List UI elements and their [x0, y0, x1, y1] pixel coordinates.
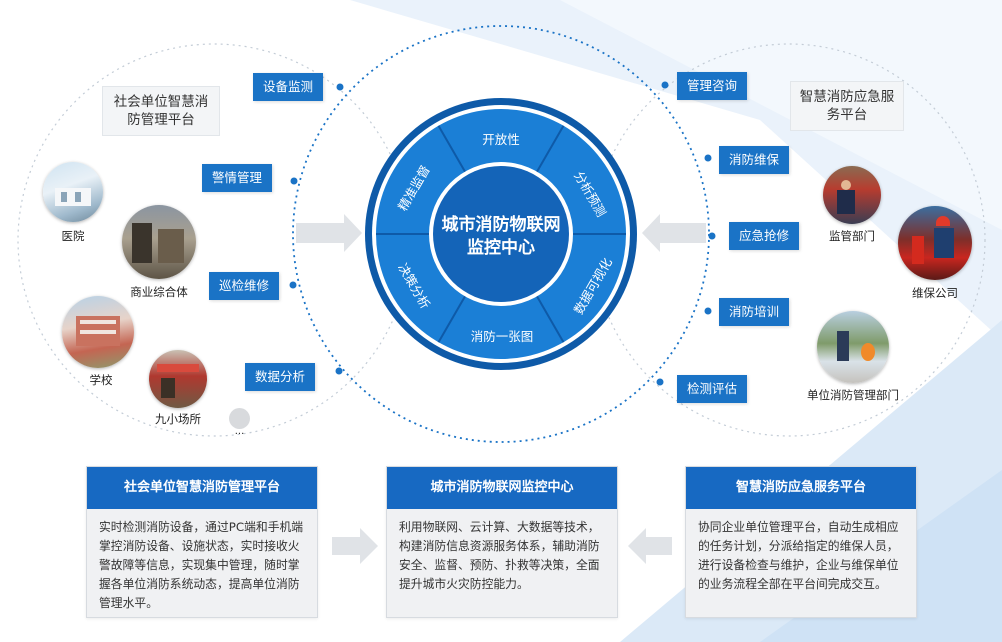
hospital-photo [43, 162, 103, 222]
card-social-unit-platform: 社会单位智慧消防管理平台 实时检测消防设备，通过PC端和手机端掌控消防设备、设施… [86, 466, 318, 618]
card-text: 实时检测消防设备，通过PC端和手机端掌控消防设备、设施状态，实时接收火警故障等信… [99, 520, 304, 610]
card-title: 社会单位智慧消防管理平台 [87, 467, 317, 509]
tag-fire-training[interactable]: 消防培训 [719, 298, 790, 326]
right-arrow [642, 214, 706, 252]
more-placeholder-circle [229, 408, 250, 429]
hospital-label: 医院 [61, 229, 85, 243]
tag-device-monitoring[interactable]: 设备监测 [253, 73, 324, 101]
card-title: 城市消防物联网监控中心 [387, 467, 617, 509]
hub [433, 166, 569, 302]
tag-data-analysis[interactable]: 数据分析 [245, 363, 316, 391]
center-title-line2: 监控中心 [467, 238, 535, 258]
small-venue-label: 九小场所 [155, 412, 201, 426]
maintenance-company-label: 维保公司 [912, 286, 958, 300]
middle-dotted-circle [292, 25, 710, 443]
mall-photo [122, 205, 196, 279]
card-text: 利用物联网、云计算、大数据等技术，构建消防信息资源服务体系，辅助消防安全、监督、… [399, 520, 600, 591]
regulator-photo [823, 166, 881, 224]
card-arrow-left [332, 528, 378, 564]
card-arrow-right [628, 528, 672, 564]
center-title: 城市消防物联网 监控中心 [431, 214, 571, 260]
school-photo [62, 296, 134, 368]
unit-fire-dept-label: 单位消防管理部门 [807, 388, 899, 402]
segment-open[interactable]: 开放性 [482, 132, 520, 147]
maintenance-company-photo [898, 206, 972, 280]
tag-fire-maintenance[interactable]: 消防维保 [719, 146, 790, 174]
tag-inspection-repair[interactable]: 巡检维修 [209, 272, 280, 300]
connector-dots [289, 81, 716, 386]
center-title-line1: 城市消防物联网 [441, 215, 561, 235]
regulator-label: 监管部门 [829, 229, 875, 243]
tag-testing-evaluation[interactable]: 检测评估 [677, 375, 748, 403]
tag-management-consulting[interactable]: 管理咨询 [677, 72, 748, 100]
unit-fire-dept-photo [817, 311, 889, 383]
right-platform-title: 智慧消防应急服务平台 [790, 81, 904, 131]
tag-alarm-management[interactable]: 警情管理 [202, 164, 273, 192]
mall-label: 商业综合体 [130, 285, 188, 299]
card-emergency-service-platform: 智慧消防应急服务平台 协同企业单位管理平台，自动生成相应的任务计划，分派给指定的… [685, 466, 917, 618]
school-label: 学校 [89, 373, 113, 387]
right-dashed-circle [592, 43, 986, 437]
small-venue-photo [149, 350, 207, 408]
card-text: 协同企业单位管理平台，自动生成相应的任务计划，分派给指定的维保人员，进行设备检查… [698, 520, 899, 591]
tag-emergency-repair[interactable]: 应急抢修 [729, 222, 800, 250]
left-platform-title: 社会单位智慧消防管理平台 [102, 86, 220, 136]
left-arrow [296, 214, 362, 252]
card-iot-monitoring-center: 城市消防物联网监控中心 利用物联网、云计算、大数据等技术，构建消防信息资源服务体… [386, 466, 618, 618]
more-label: ... [234, 426, 245, 437]
card-title: 智慧消防应急服务平台 [686, 467, 916, 509]
segment-map[interactable]: 消防一张图 [470, 329, 534, 344]
